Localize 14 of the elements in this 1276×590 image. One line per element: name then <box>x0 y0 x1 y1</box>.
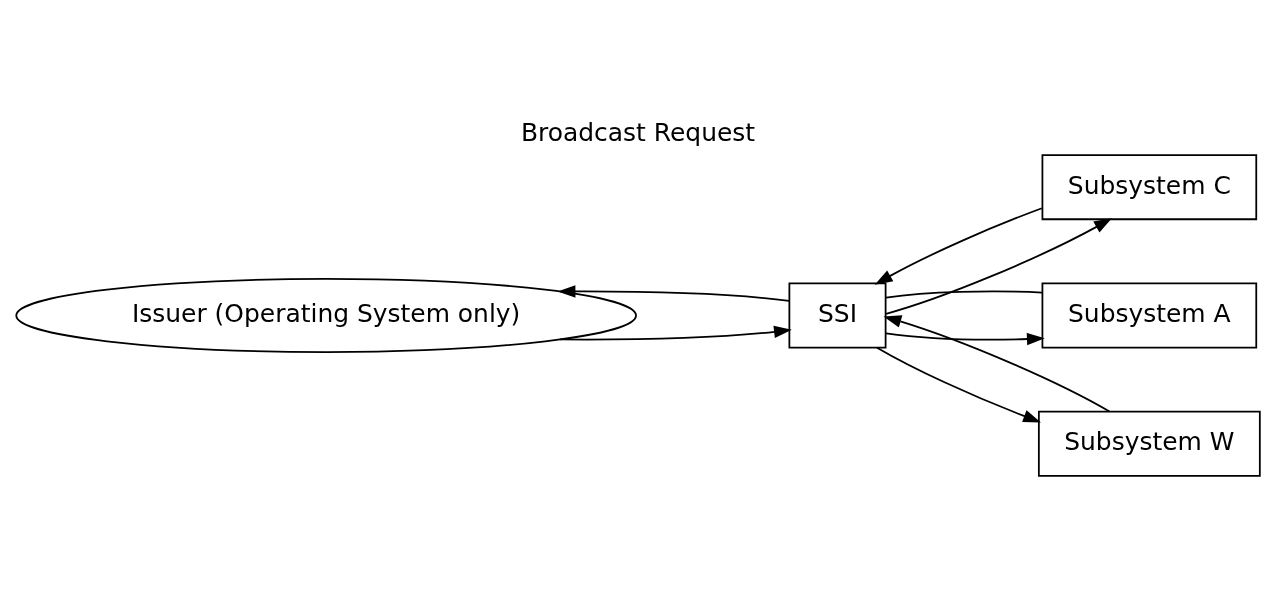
diagram-title: Broadcast Request <box>520 118 756 148</box>
node-box: SSI <box>788 282 887 349</box>
arrow <box>876 346 1041 423</box>
node-box: Subsystem W <box>1037 410 1261 477</box>
arrow <box>874 207 1043 285</box>
arrow <box>883 315 1111 413</box>
arrow <box>559 325 792 341</box>
arrow <box>557 285 791 302</box>
connector <box>885 290 1043 299</box>
arrow <box>885 218 1112 315</box>
node-box: Subsystem A <box>1041 282 1258 349</box>
node-box: Subsystem C <box>1041 154 1258 221</box>
arrow <box>885 332 1045 346</box>
node-ellipse: Issuer (Operating System only) <box>15 278 637 353</box>
